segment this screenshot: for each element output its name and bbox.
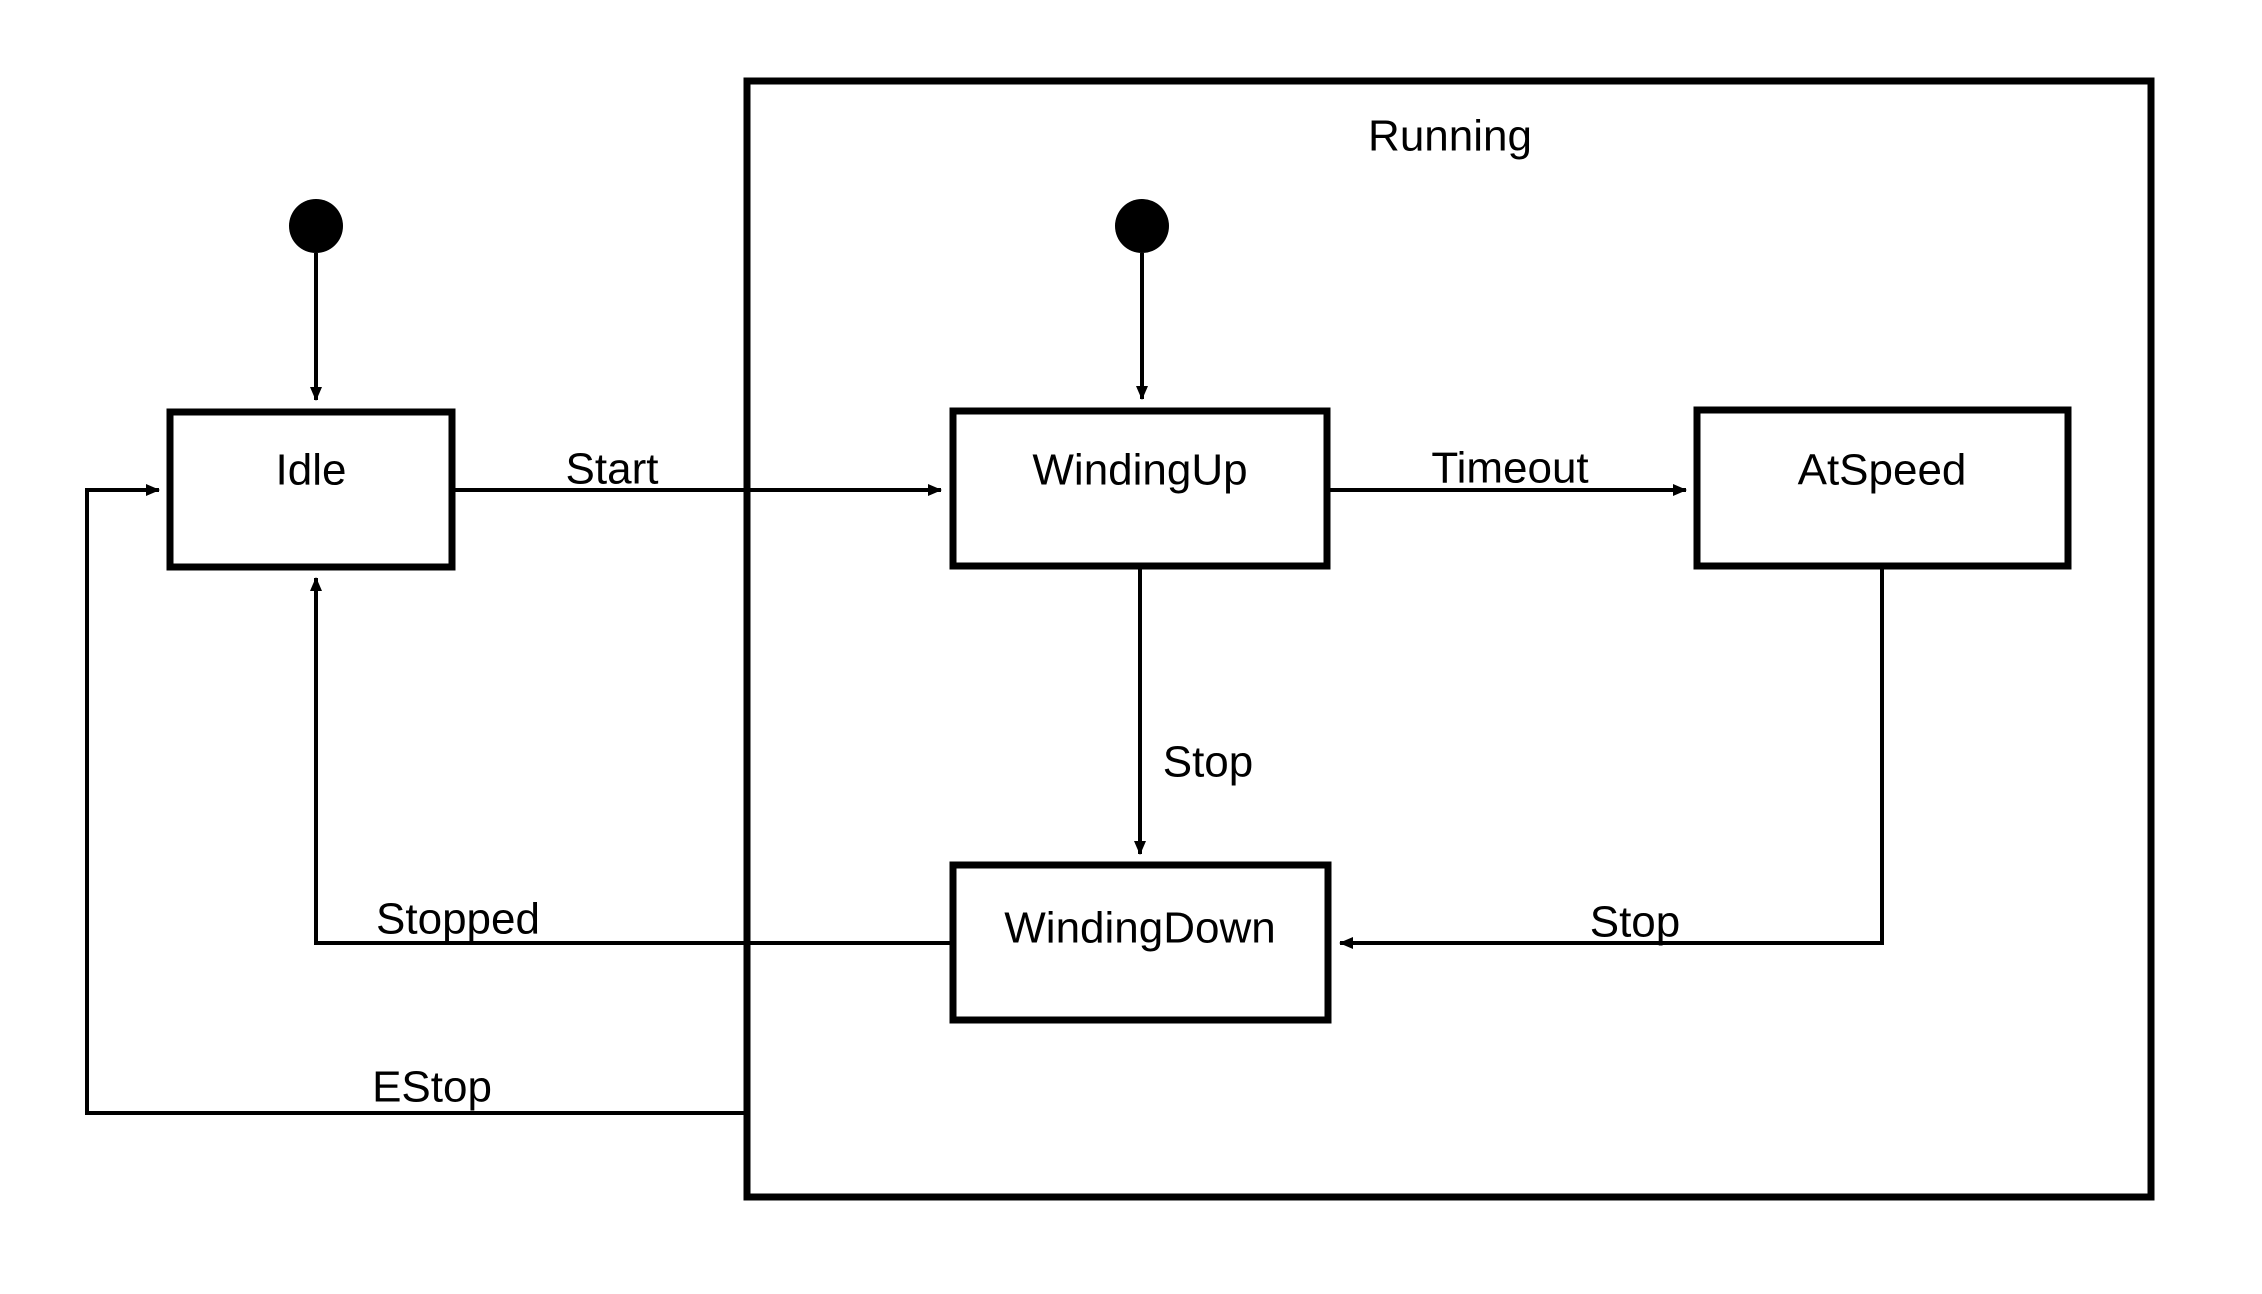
state-idle-label: Idle: [276, 446, 347, 495]
composite-state-running-label: Running: [1368, 112, 1532, 161]
state-windingup-label: WindingUp: [1032, 446, 1247, 495]
transition-stop-atspeed-label: Stop: [1590, 898, 1681, 947]
transition-estop-line[interactable]: [85, 484, 747, 1115]
transition-start-label: Start: [566, 445, 659, 494]
transition-estop-label: EStop: [372, 1063, 492, 1112]
transition-stopped-label: Stopped: [376, 895, 540, 944]
transition-stop-atspeed-line[interactable]: [1339, 566, 1884, 949]
transition-timeout-label: Timeout: [1431, 444, 1588, 493]
state-atspeed[interactable]: [1693, 406, 2072, 570]
state-windingdown-label: WindingDown: [1004, 904, 1275, 953]
state-atspeed-label: AtSpeed: [1798, 446, 1967, 495]
initial-state-node-outer: [289, 199, 343, 253]
composite-state-running[interactable]: [743, 77, 2155, 1201]
transition-stop-windingup-label: Stop: [1163, 738, 1254, 787]
initial-state-node-running: [1115, 199, 1169, 253]
transition-stopped-line[interactable]: [310, 577, 953, 945]
